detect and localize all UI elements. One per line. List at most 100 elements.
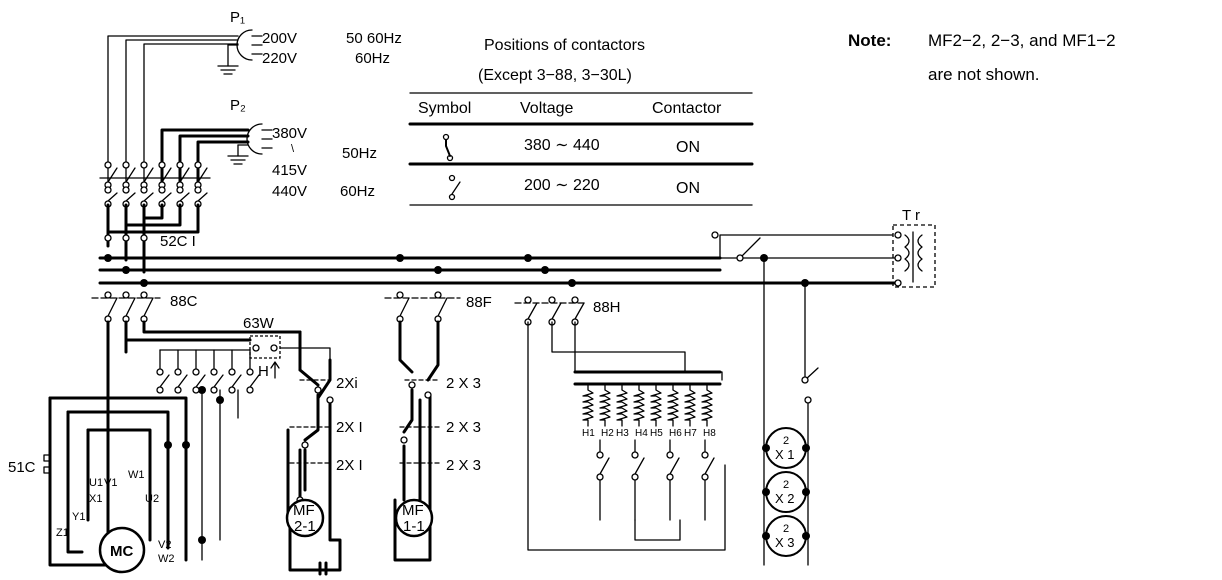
heater-switch-contact <box>596 451 610 481</box>
heater-label: H2 <box>601 428 614 439</box>
select-switch-contact <box>104 186 118 208</box>
heater-element: H4 <box>633 383 648 439</box>
p2-voltage-1: 380V <box>272 125 307 142</box>
contact-mc-star-delta <box>228 368 242 394</box>
terminal-v2: V2 <box>158 539 171 551</box>
contact-88c <box>122 291 136 323</box>
heater-label: H3 <box>616 428 629 439</box>
heater-switch-contact <box>666 451 680 481</box>
select-switch-contact <box>140 186 154 208</box>
select-switch-contact <box>122 186 136 208</box>
contact-mc-star-delta <box>156 368 170 394</box>
heater-element: H7 <box>684 383 697 439</box>
relay-label-bottom: X 1 <box>775 447 795 462</box>
select-switch-contact <box>158 186 172 208</box>
label-88h: 88H <box>593 299 621 316</box>
fan-motor-mf21-block: 2Xi 2X I 2X I MF 2-1 C I <box>285 330 363 580</box>
label-2x3-a: 2 X 3 <box>446 375 481 392</box>
compressor-motor-block: 51C MC U1 V1 W1 X1 U2 Y1 V2 Z1 W2 <box>8 320 302 574</box>
contact-mc-star-delta <box>246 368 260 394</box>
relay-coil-x2: 2X 2 <box>762 471 810 513</box>
motor-mf21-icon <box>285 498 325 538</box>
open-contact-icon <box>448 174 461 201</box>
relay-coil-x1: 2X 1 <box>762 427 810 469</box>
label-2x3-c: 2 X 3 <box>446 457 481 474</box>
relay-label-top: 2 <box>783 523 789 535</box>
relay-label-top: 2 <box>783 479 789 491</box>
label-88f: 88F <box>466 294 492 311</box>
p2-voltage-sep: \ <box>291 143 295 155</box>
p2-voltage-2: 415V <box>272 162 307 179</box>
label-2x1-b: 2X I <box>336 419 363 436</box>
relay-coils: 2X 12X 22X 3 <box>762 257 819 566</box>
table-row1-voltage: 380 ∼ 440 <box>524 137 600 154</box>
p2-name: P₂ <box>230 97 246 114</box>
select-switch-contact <box>176 186 190 208</box>
contactor-88h: 88H <box>514 296 621 326</box>
relay-label-bottom: X 2 <box>775 491 795 506</box>
label-2x3-b: 2 X 3 <box>446 419 481 436</box>
voltage-select-switches <box>99 161 211 208</box>
contact-88c <box>104 291 118 323</box>
contactor-88f: 88F <box>384 291 492 323</box>
note-line-2: are not shown. <box>928 65 1040 84</box>
contact-mc-star-delta <box>192 368 206 394</box>
table-header-contactor: Contactor <box>652 100 722 117</box>
supply-plug-p1: P₁ 200V 220V 50 60Hz 60Hz <box>107 9 402 186</box>
heater-label: H1 <box>582 428 595 439</box>
contact-88f <box>434 291 448 323</box>
label-52c1: 52C I <box>160 233 196 250</box>
select-switch-contact <box>104 161 118 189</box>
table-row2-voltage: 200 ∼ 220 <box>524 177 600 194</box>
contactor-position-table: Positions of contactors (Except 3−88, 3−… <box>408 37 754 206</box>
label-2x1-c: 2X I <box>336 457 363 474</box>
contact-88f <box>396 291 410 323</box>
p2-voltage-3: 440V <box>272 183 307 200</box>
heater-label: H7 <box>684 428 697 439</box>
heater-label: H6 <box>669 428 682 439</box>
relay-label-top: 2 <box>783 435 789 447</box>
contact-88c <box>140 291 154 323</box>
p1-frequency-1: 50 60Hz <box>346 30 402 47</box>
contact-88h <box>548 296 562 326</box>
table-header-symbol: Symbol <box>418 100 471 117</box>
terminal-w2: W2 <box>158 553 175 565</box>
table-title-2: (Except 3−88, 3−30L) <box>478 67 632 84</box>
label-63w: 63W <box>243 315 275 332</box>
select-switch-contact <box>158 161 172 189</box>
p1-frequency-2: 60Hz <box>355 50 390 67</box>
heater-element: H8 <box>701 383 716 439</box>
select-switch-contact <box>122 161 136 189</box>
heater-switch-contact <box>631 451 645 481</box>
label-2x1-a: 2Xi <box>336 375 358 392</box>
terminal-y1: Y1 <box>72 511 85 523</box>
select-switch-contact <box>176 161 190 189</box>
motor-mc-label: MC <box>110 543 133 560</box>
motor-mc-icon <box>98 526 146 574</box>
contact-mc-star-delta <box>174 368 188 394</box>
p1-voltage-2: 220V <box>262 50 297 67</box>
table-title-1: Positions of contactors <box>484 37 645 54</box>
table-header-voltage: Voltage <box>520 100 573 117</box>
fan-motor-mf11-block: 2 X 3 2 X 3 2 X 3 MF 1-1 <box>393 320 481 562</box>
closed-contact-icon <box>442 133 454 162</box>
pressure-switch-63w: 63W H <box>243 315 331 380</box>
p2-frequency-2: 60Hz <box>340 183 375 200</box>
heater-element: H1 <box>582 383 595 439</box>
relay-label-bottom: X 3 <box>775 535 795 550</box>
motor-mf11-label-2: 1-1 <box>403 518 425 535</box>
p1-name: P₁ <box>230 9 245 26</box>
main-feed: 52C I <box>104 203 200 274</box>
heater-switch-contact <box>701 451 715 481</box>
terminal-v1: V1 <box>104 477 117 489</box>
heater-element: H6 <box>667 383 682 439</box>
table-row2-state: ON <box>676 180 700 197</box>
heater-element: H2 <box>599 383 614 439</box>
terminal-w1: W1 <box>128 469 145 481</box>
terminal-x1: X1 <box>89 493 102 505</box>
relay-coil-x3: 2X 3 <box>762 515 810 557</box>
motor-mf21-label-1: MF <box>293 502 315 519</box>
p2-frequency-1: 50Hz <box>342 145 377 162</box>
